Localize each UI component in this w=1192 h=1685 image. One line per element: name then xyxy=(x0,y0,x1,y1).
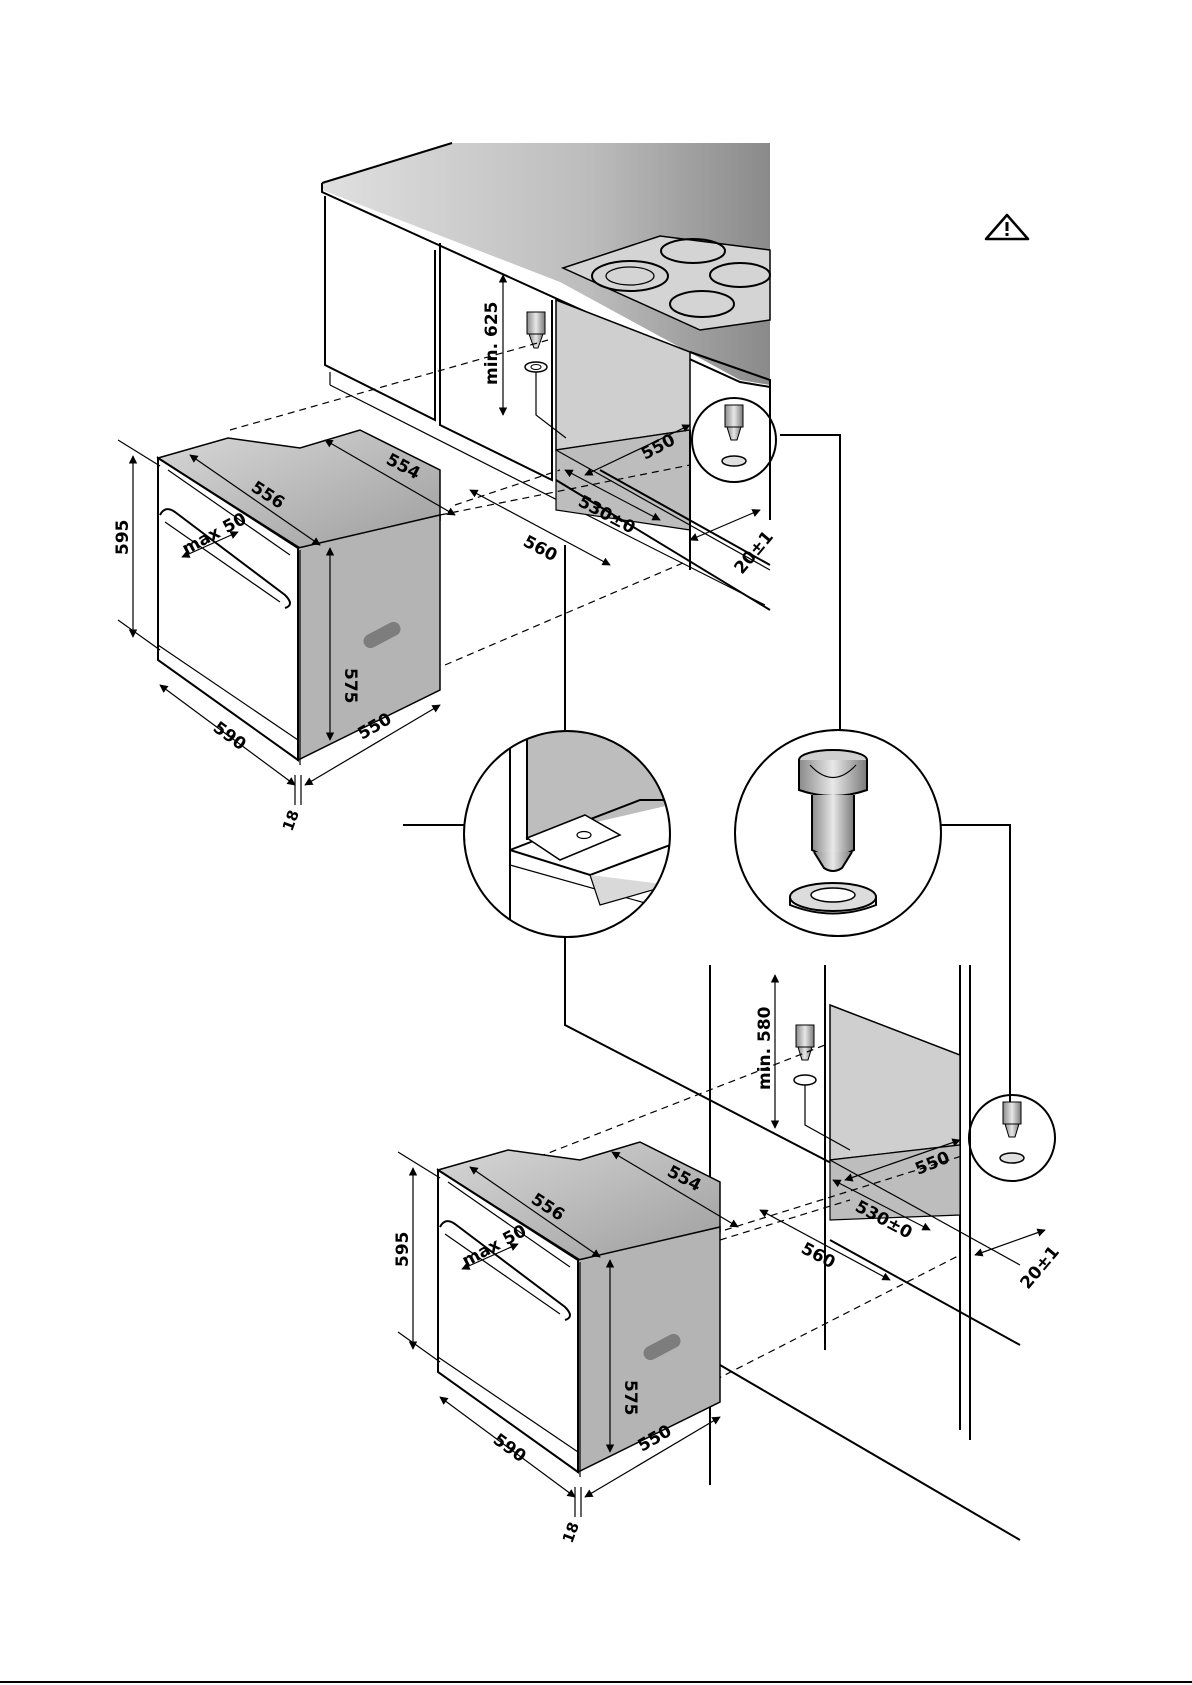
top-oven-body-height-label: 575 xyxy=(340,668,360,704)
bottom-oven-width-label: 590 xyxy=(489,1430,530,1467)
bottom-side-offset-label: 20±1 xyxy=(1017,1242,1064,1293)
top-screw-detail-circle xyxy=(692,398,776,482)
top-min-height-label: min. 625 xyxy=(482,301,502,385)
warning-triangle-icon xyxy=(986,215,1028,239)
top-side-offset-label: 20±1 xyxy=(731,527,778,578)
footer-rule xyxy=(0,1681,1192,1683)
bracket-detail-callout xyxy=(464,730,670,938)
top-cavity-width-label: 560 xyxy=(520,532,561,566)
top-oven-height-label: 595 xyxy=(113,520,133,556)
bottom-min-height-label: min. 580 xyxy=(755,1006,775,1090)
top-oven-width-label: 590 xyxy=(209,718,250,755)
bottom-oven-height-label: 595 xyxy=(393,1232,413,1268)
top-door-thickness-label: 18 xyxy=(279,808,303,834)
bottom-door-thickness-label: 18 xyxy=(559,1520,583,1546)
bottom-oven-body-height-label: 575 xyxy=(620,1380,640,1416)
bottom-cavity-width-label: 560 xyxy=(798,1239,839,1273)
screw-large-icon xyxy=(790,750,876,914)
screw-detail-callout xyxy=(735,730,941,936)
